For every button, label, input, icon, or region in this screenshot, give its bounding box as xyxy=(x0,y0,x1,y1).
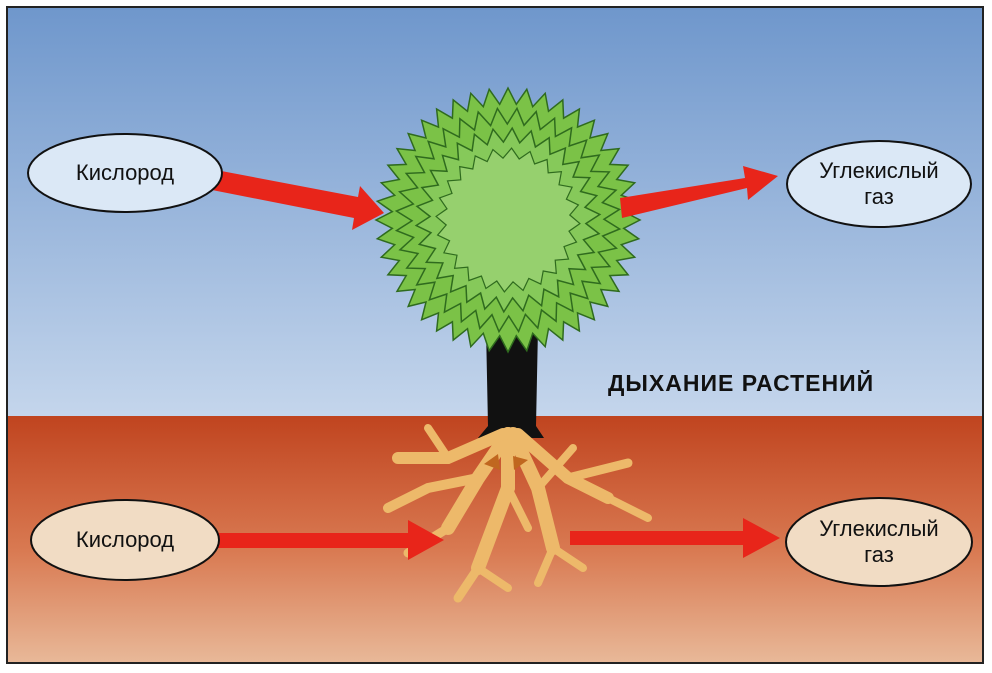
air-oxygen-label: Кислород xyxy=(28,148,222,198)
soil-oxygen-label: Кислород xyxy=(31,515,219,565)
diagram-frame: Кислород Углекислый газ Кислород Углекис… xyxy=(6,6,984,664)
air-co2-label: Углекислый газ xyxy=(787,154,971,214)
diagram-title: ДЫХАНИЕ РАСТЕНИЙ xyxy=(608,370,874,397)
soil-co2-label: Углекислый газ xyxy=(786,512,972,572)
